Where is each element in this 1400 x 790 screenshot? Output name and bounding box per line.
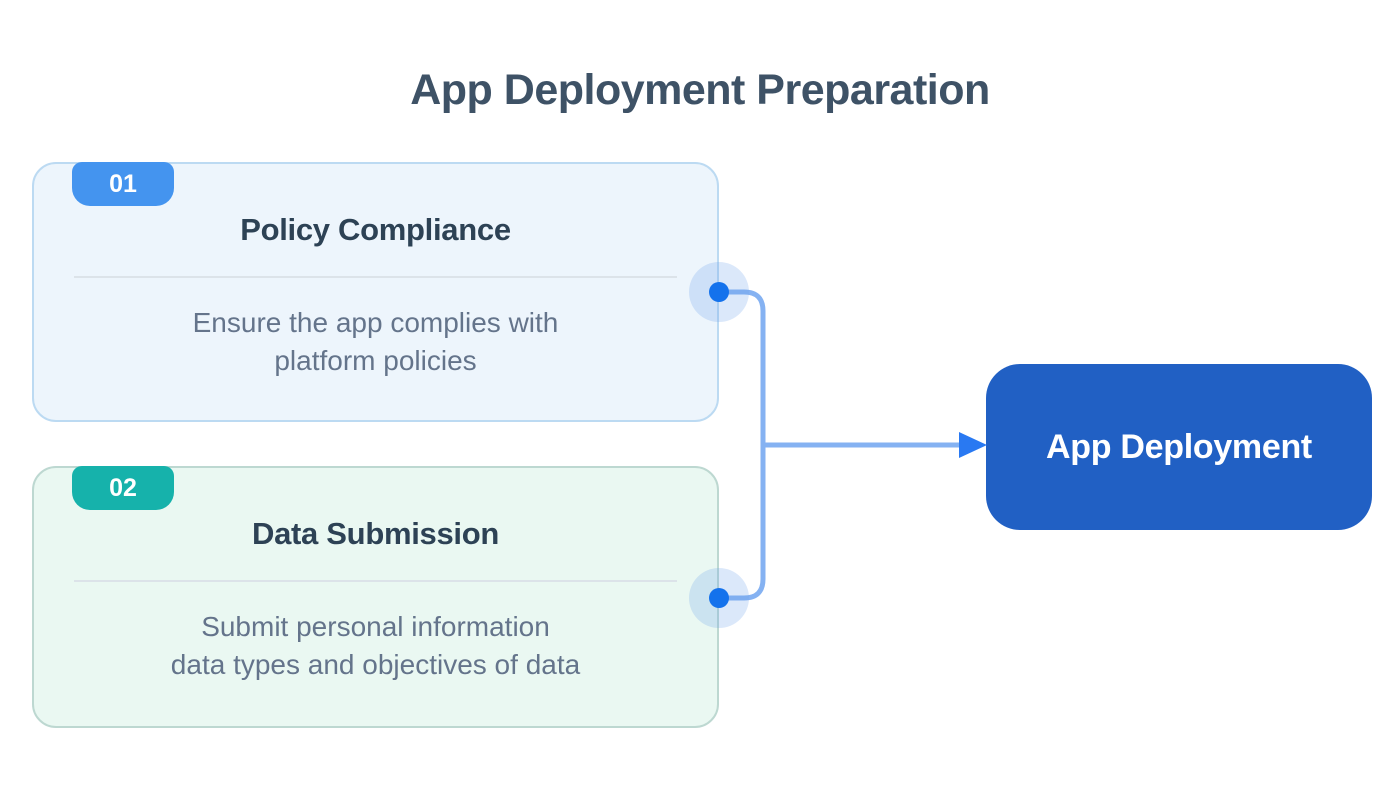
divider (74, 580, 677, 582)
step-title: Policy Compliance (240, 212, 511, 247)
step-number-badge: 01 (72, 162, 174, 206)
step-description: Ensure the app complies with platform pol… (34, 304, 717, 380)
page-title: App Deployment Preparation (410, 66, 990, 114)
step-description-line-2: data types and objectives of data (170, 649, 581, 680)
result-node-label: App Deployment (1046, 427, 1312, 466)
step-card-policy-compliance: 01 Policy Compliance Ensure the app comp… (32, 162, 719, 422)
divider (74, 276, 677, 278)
connector-path (716, 289, 766, 601)
step-number-badge: 02 (72, 466, 174, 510)
result-node-app-deployment: App Deployment (986, 364, 1372, 530)
step-description-line-1: Submit personal information (201, 611, 550, 642)
step-description: Submit personal information data types an… (34, 608, 717, 684)
step-title: Data Submission (252, 516, 499, 551)
step-description-line-1: Ensure the app complies with (192, 307, 559, 338)
step-description-line-2: platform policies (274, 345, 477, 376)
arrowhead-icon (959, 432, 987, 458)
step-card-data-submission: 02 Data Submission Submit personal infor… (32, 466, 719, 728)
